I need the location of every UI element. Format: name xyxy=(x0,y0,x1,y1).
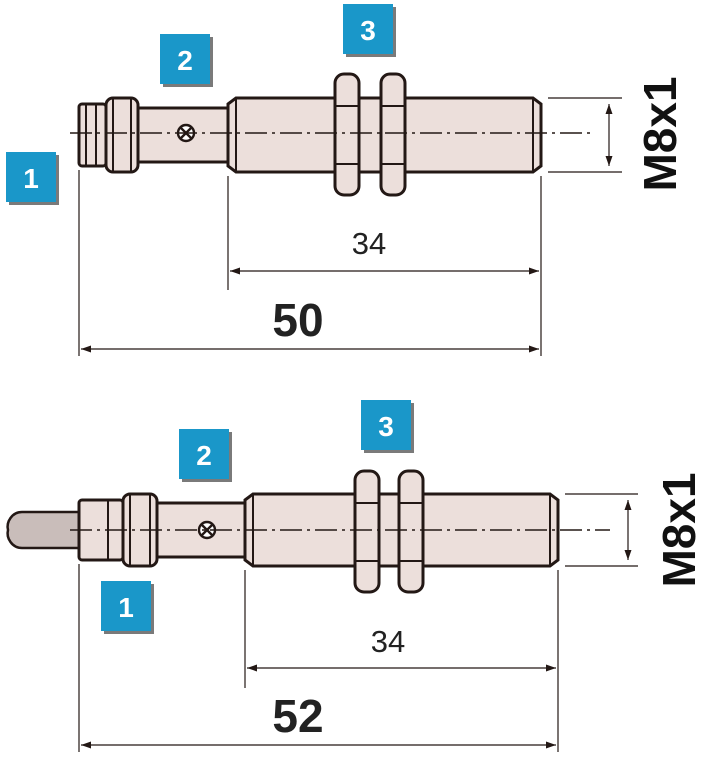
sensor-plug-variant: M8x1 34 50 1 2 3 xyxy=(6,4,686,356)
plug-connector xyxy=(77,96,140,174)
sensor-cable-variant: M8x1 34 52 1 2 3 xyxy=(6,400,705,752)
callout-badge-connector: 1 xyxy=(6,152,59,205)
svg-text:3: 3 xyxy=(378,411,394,442)
svg-text:2: 2 xyxy=(177,45,193,76)
length-dimension-lines xyxy=(78,564,559,752)
callout-badge-nuts: 3 xyxy=(343,4,396,57)
length-dimension-lines xyxy=(78,170,542,356)
thread-size-label: M8x1 xyxy=(653,472,705,587)
callout-badge-connector: 1 xyxy=(101,581,154,634)
svg-text:2: 2 xyxy=(196,440,212,471)
thread-length-label: 34 xyxy=(371,624,405,659)
svg-text:3: 3 xyxy=(360,15,376,46)
callout-badge-body: 2 xyxy=(179,429,232,482)
svg-text:1: 1 xyxy=(23,163,39,194)
thread-size-label: M8x1 xyxy=(634,76,686,191)
lock-nut-left xyxy=(353,469,381,594)
total-length-label: 50 xyxy=(272,294,323,346)
thread-length-label: 34 xyxy=(352,226,386,261)
led-indicator-icon xyxy=(197,520,217,540)
svg-text:1: 1 xyxy=(118,592,134,623)
cable xyxy=(6,510,81,550)
callout-badge-body: 2 xyxy=(160,34,213,87)
callout-badge-nuts: 3 xyxy=(361,400,414,453)
thread-diameter-dimension xyxy=(548,97,622,173)
lock-nut-right xyxy=(379,72,407,197)
lock-nut-right xyxy=(397,469,425,594)
thread-diameter-dimension xyxy=(565,493,638,567)
lock-nut-left xyxy=(333,72,361,197)
total-length-label: 52 xyxy=(272,690,323,742)
